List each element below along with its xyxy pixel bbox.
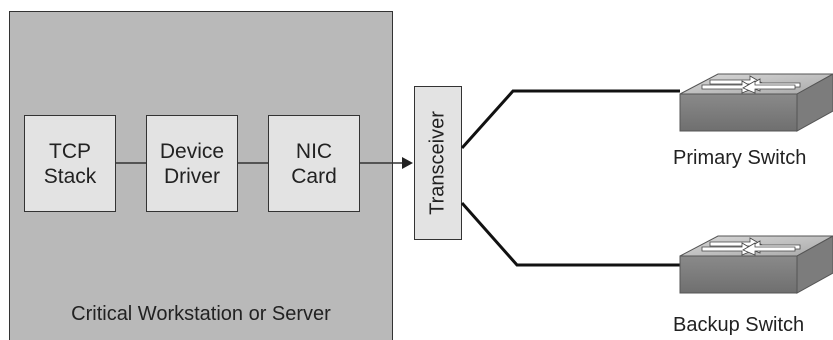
device-driver-block: Device Driver — [146, 115, 238, 212]
primary-switch-label: Primary Switch — [673, 147, 807, 169]
cable-to-backup-switch — [460, 202, 680, 267]
primary-switch-icon — [679, 73, 833, 132]
cable-to-primary-switch — [460, 89, 680, 150]
device-driver-label: Device Driver — [159, 139, 225, 188]
nic-card-label: NIC Card — [291, 139, 337, 188]
backup-switch-label: Backup Switch — [673, 314, 805, 336]
arrowhead-icon — [402, 157, 413, 169]
tcp-stack-label: TCP Stack — [43, 139, 97, 188]
server-caption: Critical Workstation or Server — [71, 303, 331, 325]
nic-card-block: NIC Card — [268, 115, 360, 212]
backup-switch-icon — [679, 235, 833, 294]
tcp-stack-block: TCP Stack — [24, 115, 116, 212]
transceiver-block: Transceiver — [414, 86, 462, 240]
